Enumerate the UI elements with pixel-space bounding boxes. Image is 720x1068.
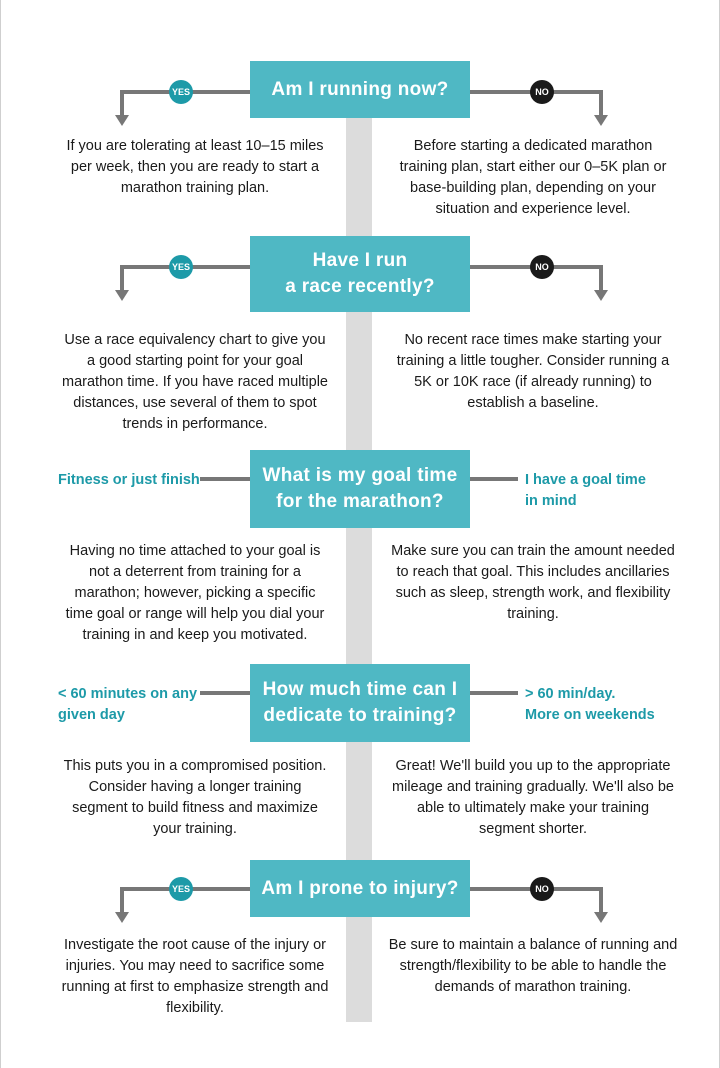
question-box: Am I prone to injury? — [250, 860, 470, 917]
left-answer-text: This puts you in a compromised position.… — [63, 758, 327, 837]
left-branch-label: < 60 minutes on any given day — [58, 686, 198, 723]
left-answer-text: Having no time attached to your goal is … — [65, 543, 325, 643]
right-answer-text: Make sure you can train the amount neede… — [391, 543, 675, 622]
right-branch-label: > 60 min/day. More on weekends — [525, 686, 655, 723]
no-answer-text: Before starting a dedicated marathon tra… — [399, 138, 667, 217]
connector-line — [200, 477, 250, 481]
right-branch-label: I have a goal time in mind — [525, 472, 646, 509]
yes-answer-text: If you are tolerating at least 10–15 mil… — [66, 138, 324, 196]
no-badge: NO — [530, 255, 554, 279]
right-answer-text: Great! We'll build you up to the appropr… — [392, 758, 674, 837]
connector-line — [599, 887, 603, 913]
connector-line — [470, 691, 518, 695]
yes-badge: YES — [169, 877, 193, 901]
yes-badge: YES — [169, 255, 193, 279]
no-badge: NO — [530, 80, 554, 104]
question-box: Have I run a race recently? — [250, 236, 470, 312]
arrow-down-icon — [594, 290, 608, 301]
question-box: How much time can I dedicate to training… — [250, 664, 470, 742]
connector-line — [200, 691, 250, 695]
connector-line — [470, 477, 518, 481]
connector-line — [599, 90, 603, 116]
no-badge: NO — [530, 877, 554, 901]
yes-badge: YES — [169, 80, 193, 104]
connector-line — [120, 265, 124, 291]
connector-line — [120, 887, 124, 913]
yes-answer-text: Investigate the root cause of the injury… — [61, 937, 329, 1016]
yes-answer-text: Use a race equivalency chart to give you… — [62, 332, 328, 432]
left-branch-label: Fitness or just finish — [58, 472, 200, 488]
connector-line — [599, 265, 603, 291]
arrow-down-icon — [115, 912, 129, 923]
question-box: What is my goal time for the marathon? — [250, 450, 470, 528]
arrow-down-icon — [594, 912, 608, 923]
no-answer-text: No recent race times make starting your … — [396, 332, 670, 411]
arrow-down-icon — [594, 115, 608, 126]
arrow-down-icon — [115, 115, 129, 126]
connector-line — [120, 90, 124, 116]
no-answer-text: Be sure to maintain a balance of running… — [388, 937, 678, 995]
question-box: Am I running now? — [250, 61, 470, 118]
arrow-down-icon — [115, 290, 129, 301]
